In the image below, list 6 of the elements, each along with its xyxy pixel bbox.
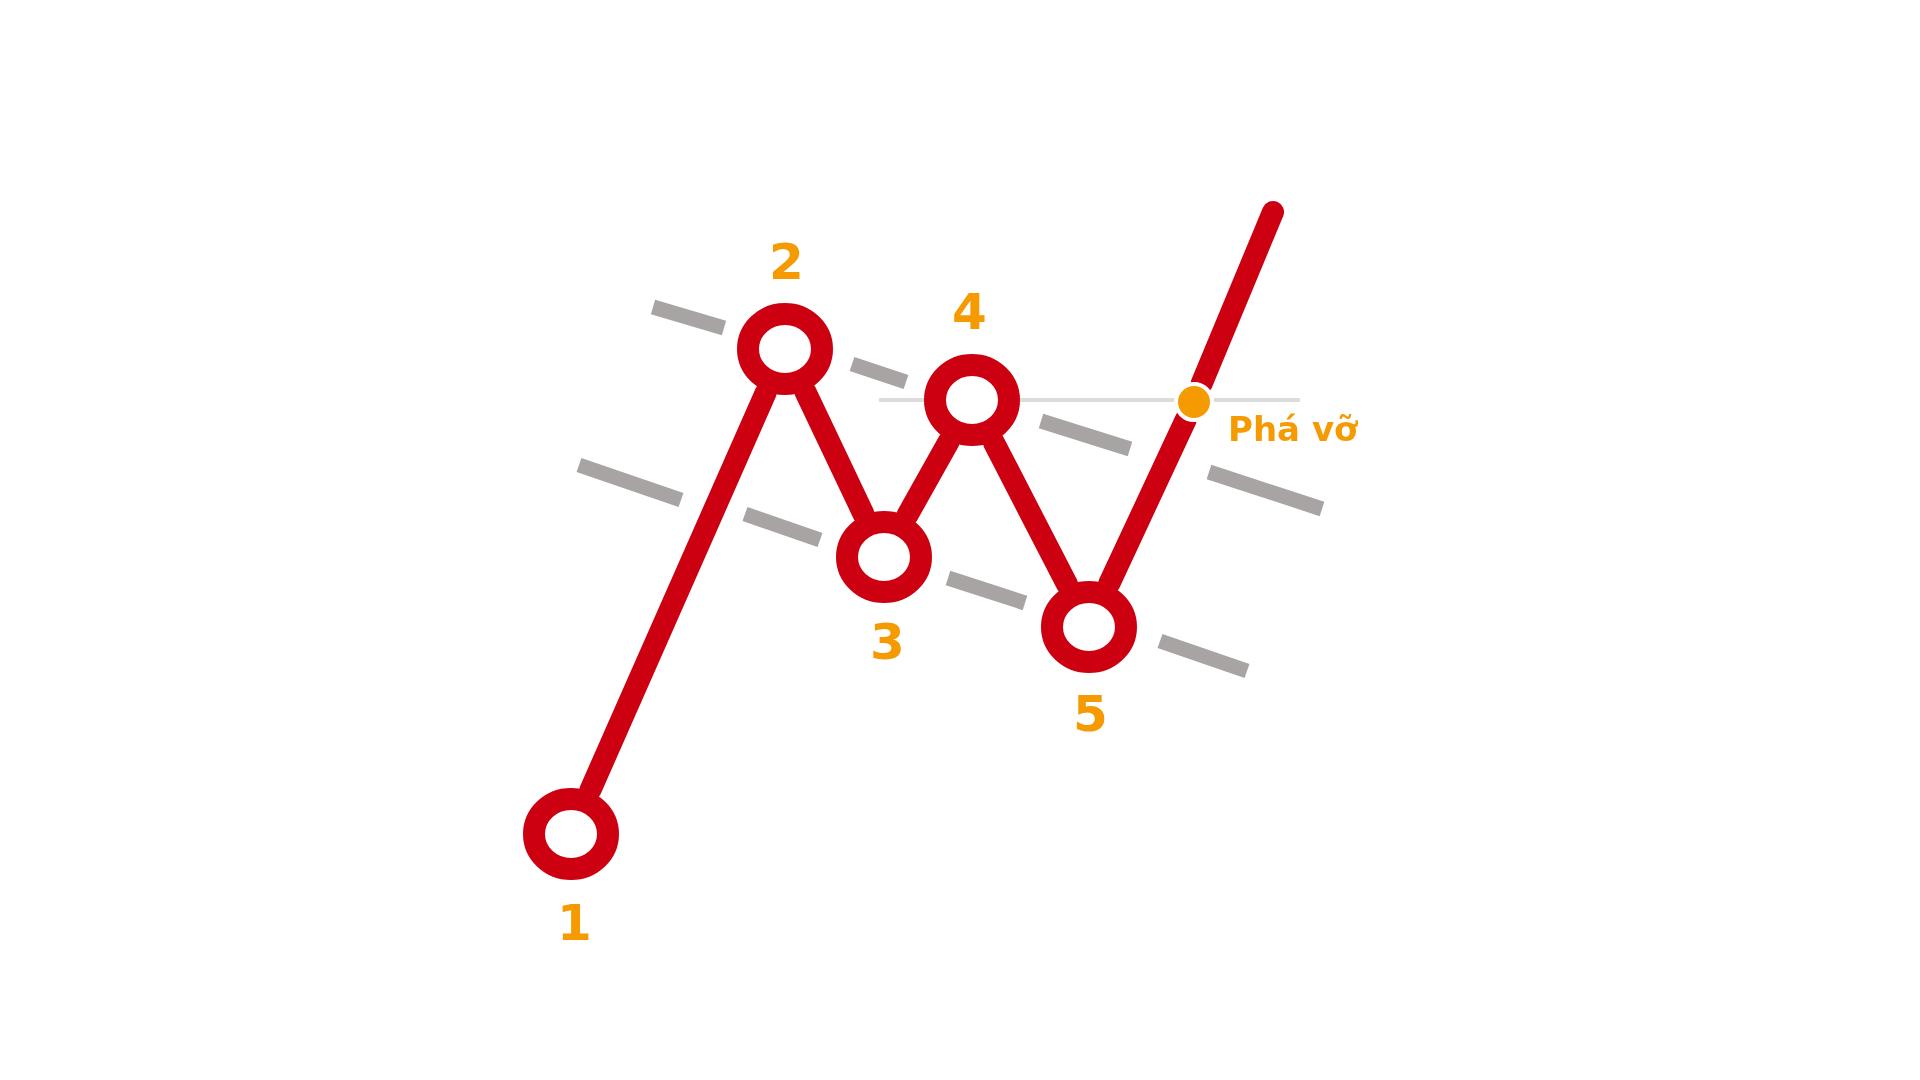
point-number: 4 — [952, 287, 987, 337]
point-number: 3 — [870, 617, 905, 667]
point-number: 1 — [557, 898, 592, 948]
point-number: 2 — [769, 237, 804, 287]
point-number: 5 — [1073, 689, 1108, 739]
breakout-label: Phá vỡ — [1228, 412, 1358, 446]
